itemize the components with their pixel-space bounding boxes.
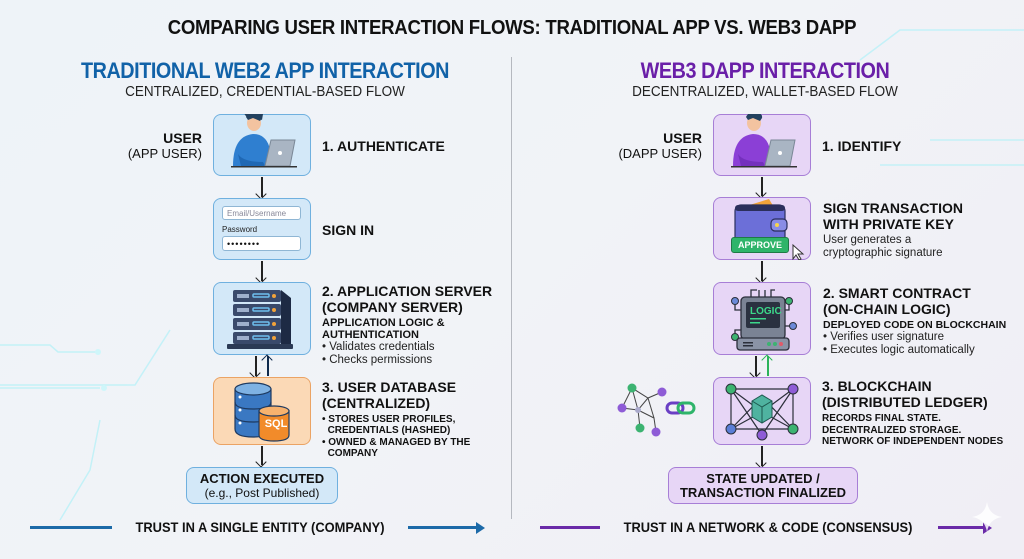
trust-line-left-2 [408, 526, 476, 529]
sign-transaction-text: SIGN TRANSACTION WITH PRIVATE KEY User g… [823, 200, 1013, 259]
web2-step2-sub-1: APPLICATION LOGIC & [322, 317, 445, 329]
action-executed-example: (e.g., Post Published) [204, 486, 320, 500]
web2-step3-title-1: 3. USER DATABASE [322, 379, 457, 395]
main-title: COMPARING USER INTERACTION FLOWS: TRADIT… [167, 17, 857, 39]
approve-button[interactable]: APPROVE [731, 237, 789, 253]
web2-step2-title-1: 2. APPLICATION SERVER [322, 283, 493, 299]
web3-step3-desc-3: NETWORK OF INDEPENDENT NODES [822, 436, 1004, 447]
web2-user-box [213, 114, 311, 176]
web2-step3-bullet: STORES USER PROFILES, CREDENTIALS (HASHE… [322, 414, 512, 436]
arrow-down-icon [755, 356, 757, 376]
user-database-box: SQL [213, 377, 311, 445]
arrow-up-icon [267, 356, 269, 376]
web3-step3-desc-2: DECENTRALIZED STORAGE. [822, 424, 962, 436]
arrow-right-icon [476, 521, 485, 534]
web2-step1-title: 1. AUTHENTICATE [322, 138, 445, 154]
person-laptop-icon [231, 114, 297, 168]
trust-line-right-2 [938, 526, 984, 529]
state-updated-box: STATE UPDATED / TRANSACTION FINALIZED [668, 467, 858, 504]
web3-step2-bullet: Verifies user signature [823, 331, 1018, 344]
web2-step3-bullet-1a: STORES USER PROFILES, [322, 414, 455, 425]
web3-step2-sub: DEPLOYED CODE ON BLOCKCHAIN [823, 319, 1007, 331]
state-updated-line2: TRANSACTION FINALIZED [679, 485, 847, 500]
blockchain-network-icon [725, 383, 799, 441]
web3-heading: WEB3 DAPP INTERACTION [640, 58, 890, 83]
web3-step3-desc-1: RECORDS FINAL STATE. [822, 413, 941, 424]
arrow-down-icon [261, 446, 263, 465]
web2-user-subtitle: (APP USER) [127, 146, 202, 161]
arrow-down-icon [261, 261, 263, 281]
web2-step2-bullet: Validates credentials [322, 341, 512, 354]
smart-contract-box: LOGIC [713, 282, 811, 355]
password-label: Password [222, 225, 258, 234]
logic-chip-icon [731, 289, 797, 351]
app-server-box [213, 282, 311, 355]
web3-step3-text: 3. BLOCKCHAIN (DISTRIBUTED LEDGER) RECOR… [822, 378, 1022, 448]
action-executed-title: ACTION EXECUTED [199, 471, 325, 486]
web2-step2-title-2: (COMPANY SERVER) [322, 299, 463, 315]
arrow-down-icon [261, 177, 263, 197]
sign-desc-1: User generates a [823, 234, 912, 246]
database-icon [234, 382, 290, 442]
web2-step3-bullet-2b: COMPANY [327, 448, 378, 459]
web3-user-label: USER (DAPP USER) [590, 130, 702, 162]
web2-step3-text: 3. USER DATABASE (CENTRALIZED) STORES US… [322, 379, 512, 459]
web2-heading: TRADITIONAL WEB2 APP INTERACTION [80, 58, 450, 83]
web3-step2-bullet: Executes logic automatically [823, 344, 1018, 357]
web3-step2-title-1: 2. SMART CONTRACT [823, 285, 971, 301]
email-field[interactable]: Email/Username [222, 206, 301, 220]
web2-step2-sub-2: AUTHENTICATION [322, 329, 419, 341]
sign-title-2: WITH PRIVATE KEY [823, 216, 954, 232]
web2-user-title: USER [163, 130, 202, 146]
web3-user-box [713, 114, 811, 176]
web2-step2-bullet: Checks permissions [322, 354, 512, 367]
web2-subheading: CENTRALIZED, CREDENTIAL-BASED FLOW [125, 83, 405, 100]
sign-desc-2: cryptographic signature [823, 246, 943, 259]
sql-badge: SQL [264, 418, 288, 430]
sign-title-1: SIGN TRANSACTION [823, 200, 963, 216]
web3-user-subtitle: (DAPP USER) [618, 146, 702, 161]
sparkle-icon [972, 502, 1002, 532]
web2-step3-title-2: (CENTRALIZED) [322, 395, 431, 411]
web3-step3-title-1: 3. BLOCKCHAIN [822, 378, 932, 394]
web2-step3-bullet: OWNED & MANAGED BY THE COMPANY [322, 437, 512, 459]
arrow-down-icon [761, 261, 763, 281]
password-field[interactable]: •••••••• [222, 236, 301, 251]
logic-chip-label: LOGIC [750, 306, 782, 317]
arrow-down-icon [761, 446, 763, 466]
wallet-sign-box: APPROVE [713, 197, 811, 260]
web2-step3-bullet-1b: CREDENTIALS (HASHED) [327, 425, 451, 436]
trust-line-left [30, 526, 112, 529]
signin-form-box: Email/Username Password •••••••• [213, 198, 311, 260]
arrow-up-green-icon [767, 356, 769, 376]
action-executed-box: ACTION EXECUTED (e.g., Post Published) [186, 467, 338, 504]
web3-subheading: DECENTRALIZED, WALLET-BASED FLOW [632, 83, 898, 100]
web3-step1-title: 1. IDENTIFY [822, 138, 902, 154]
state-updated-line1: STATE UPDATED / [706, 471, 820, 486]
web2-step3-bullet-2a: OWNED & MANAGED BY THE [322, 437, 470, 448]
server-rack-icon [227, 290, 293, 349]
signin-title: SIGN IN [322, 222, 375, 238]
center-divider [511, 57, 512, 519]
trust-line-right [540, 526, 600, 529]
web3-step3-title-2: (DISTRIBUTED LEDGER) [822, 394, 988, 410]
person-laptop-icon [731, 114, 797, 168]
web3-step2-text: 2. SMART CONTRACT (ON-CHAIN LOGIC) DEPLO… [823, 285, 1018, 356]
arrow-down-icon [761, 177, 763, 196]
web3-user-title: USER [663, 130, 702, 146]
blockchain-box [713, 377, 811, 445]
web3-step2-title-2: (ON-CHAIN LOGIC) [823, 301, 951, 317]
web3-trust-statement: TRUST IN A NETWORK & CODE (CONSENSUS) [623, 519, 913, 535]
web2-step2-text: 2. APPLICATION SERVER (COMPANY SERVER) A… [322, 283, 512, 366]
network-chain-icon [617, 383, 696, 437]
web2-user-label: USER (APP USER) [90, 130, 202, 162]
web2-trust-statement: TRUST IN A SINGLE ENTITY (COMPANY) [135, 519, 385, 535]
arrow-down-icon [255, 356, 257, 376]
